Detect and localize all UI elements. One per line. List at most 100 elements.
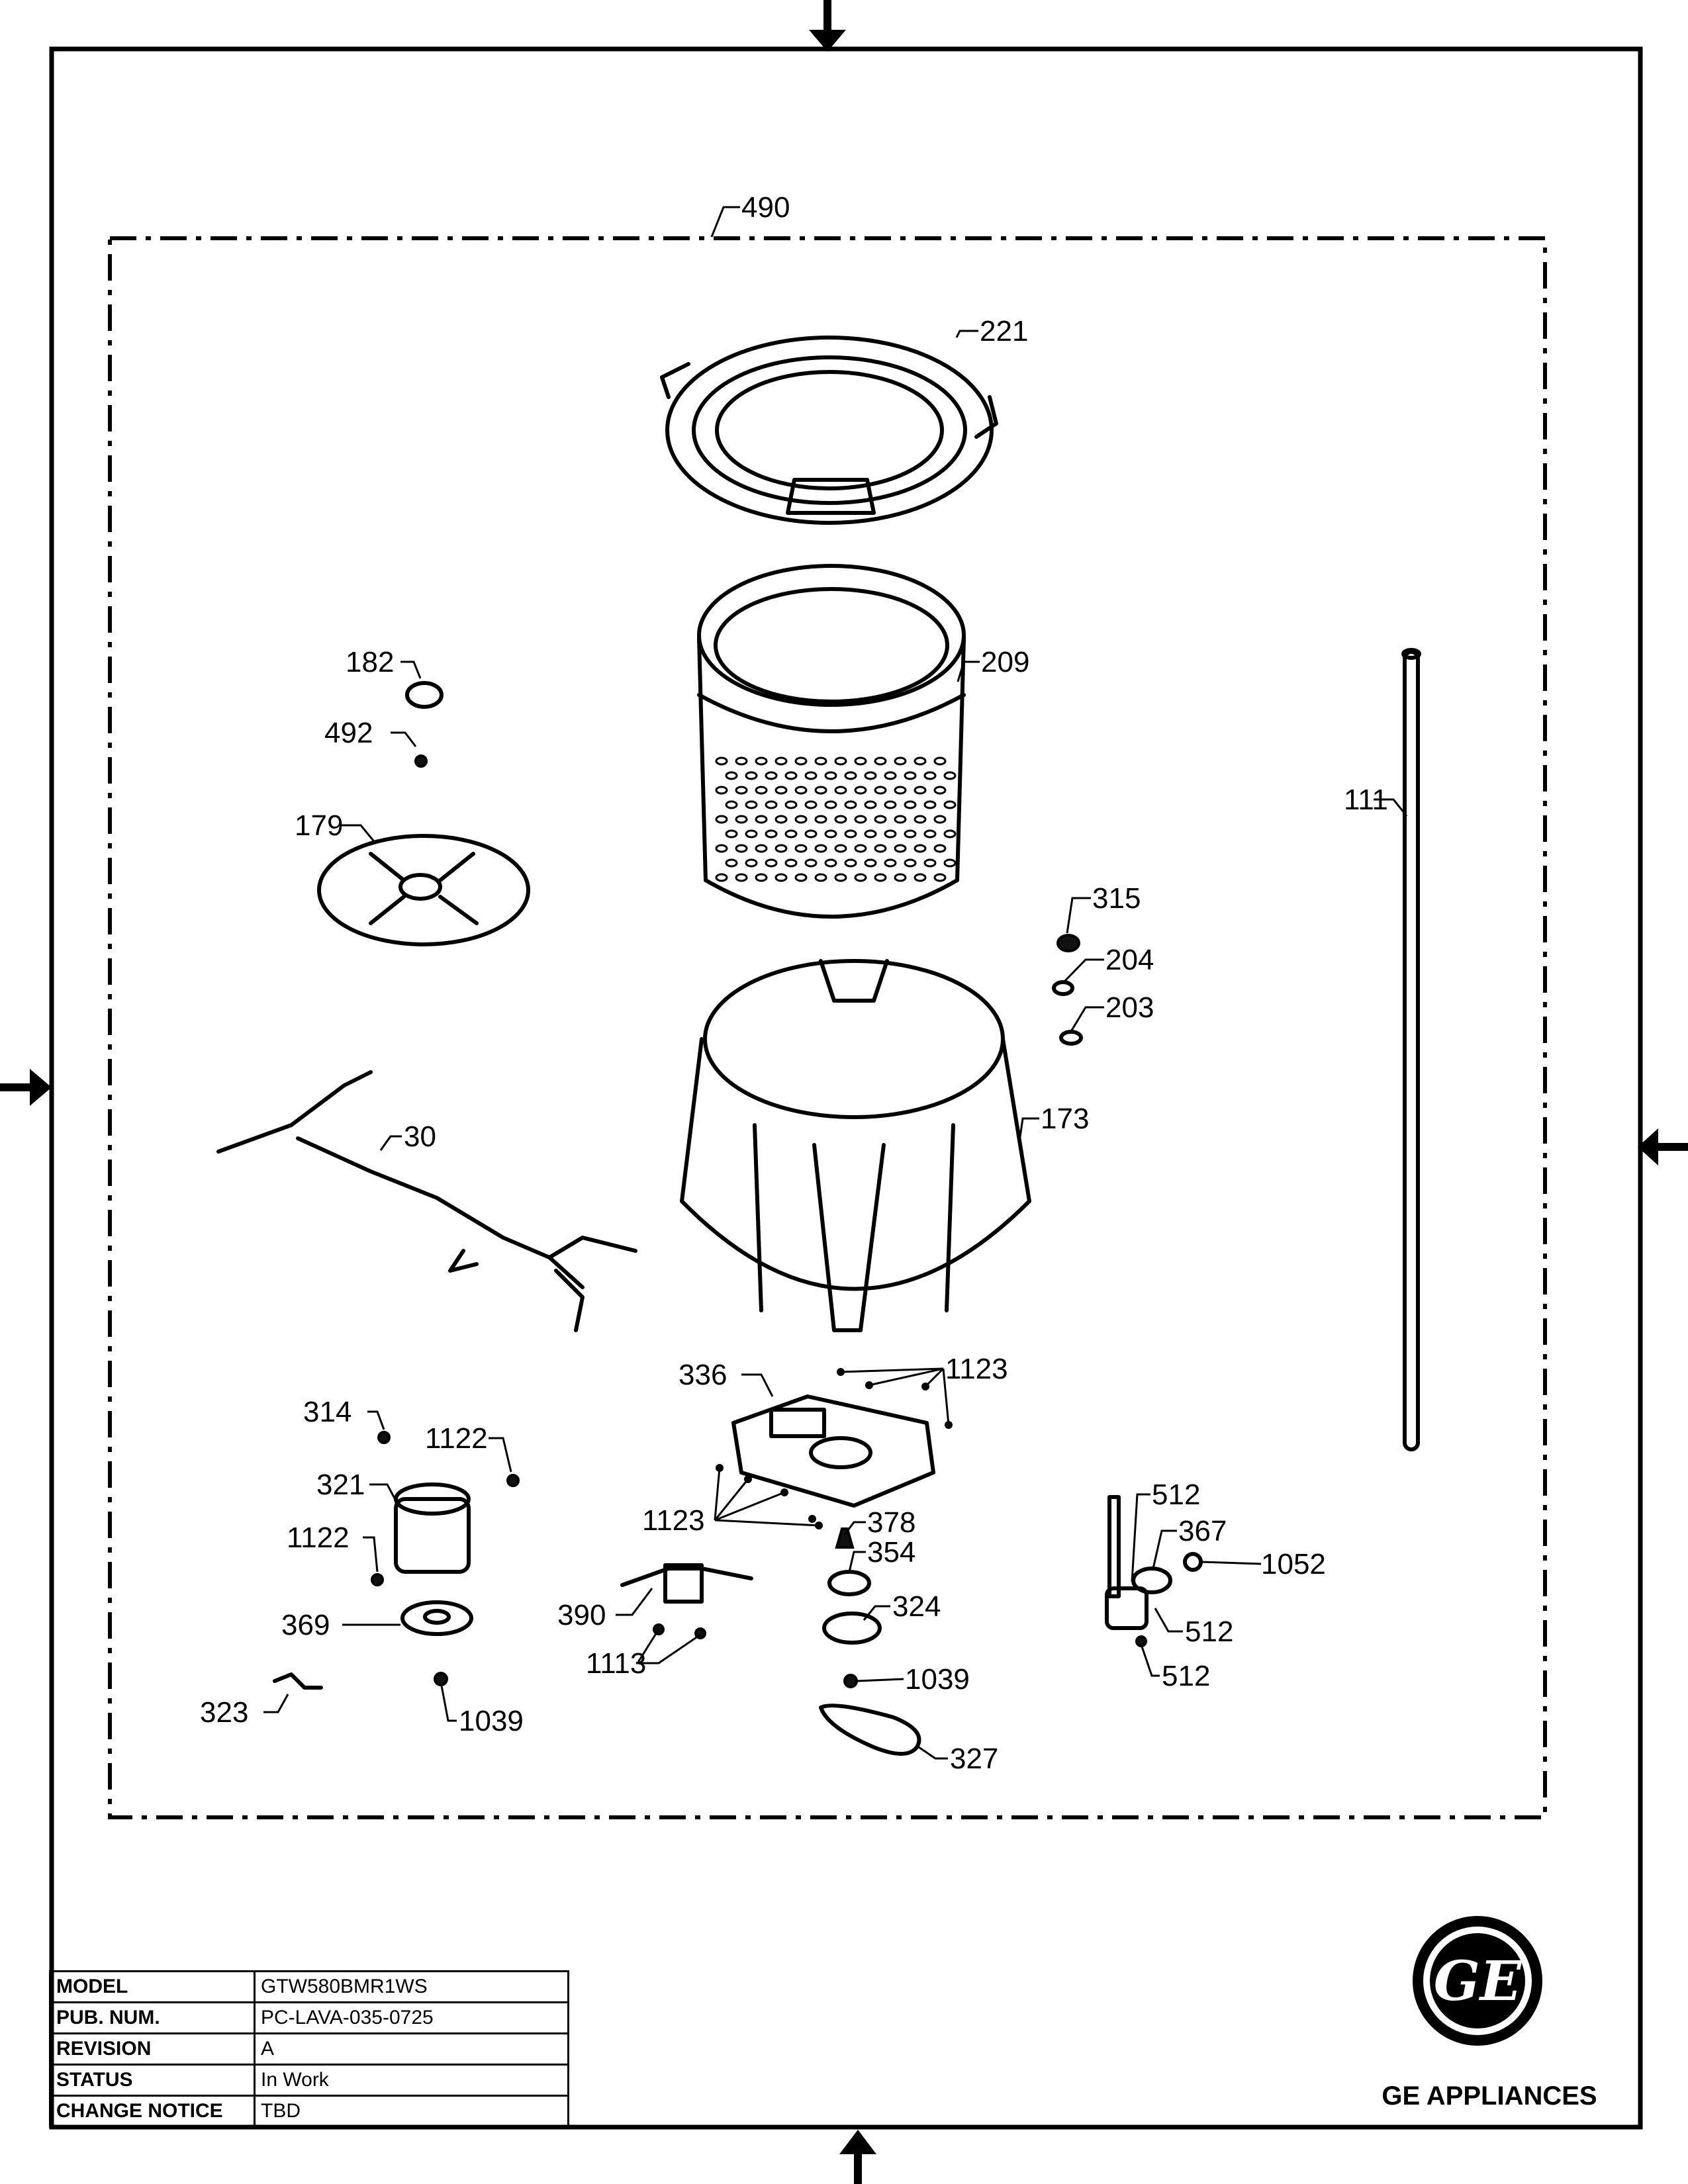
callout-1039-a: 1039	[459, 1705, 524, 1737]
perforation	[884, 829, 897, 839]
perforation	[884, 858, 897, 868]
perforation	[765, 829, 778, 839]
logo-monogram: GE	[1434, 1950, 1523, 2013]
perforation	[904, 858, 917, 868]
perforation	[834, 756, 847, 766]
basket-perforations	[715, 756, 957, 882]
part-323	[273, 1672, 323, 1690]
perforation	[824, 800, 837, 809]
perforation	[824, 829, 837, 839]
perforation	[874, 756, 887, 766]
perforation	[854, 873, 867, 882]
perforation	[914, 844, 927, 853]
perforation	[735, 786, 748, 795]
callout-203: 203	[1105, 991, 1154, 1024]
assembly-boundary-490	[108, 236, 1547, 1819]
perforation	[774, 756, 788, 766]
perforation	[824, 771, 837, 780]
perforation	[784, 858, 798, 868]
callout-labels: 490 221 209 182 492 179 111 315 204 203 …	[200, 191, 1388, 1775]
title-row-status: STATUS In Work	[49, 2064, 569, 2097]
callout-492: 492	[324, 717, 373, 749]
callout-1122-a: 1122	[425, 1422, 488, 1455]
title-row-revision: REVISION A	[49, 2032, 569, 2066]
callout-367: 367	[1178, 1515, 1227, 1547]
title-row-pub-num: PUB. NUM. PC-LAVA-035-0725	[49, 2001, 569, 2034]
perforation	[864, 771, 877, 780]
brand-name: GE APPLIANCES	[1382, 2081, 1597, 2111]
perforation	[854, 786, 867, 795]
perforation	[735, 873, 748, 882]
callout-314: 314	[303, 1396, 352, 1428]
perforation	[844, 829, 857, 839]
perforation	[844, 858, 857, 868]
perforation	[854, 844, 867, 853]
perforation	[814, 786, 827, 795]
part-30-harness	[216, 1070, 637, 1332]
perforation	[894, 873, 907, 882]
perforation	[715, 844, 728, 853]
title-row-change-notice: CHANGE NOTICE TBD	[49, 2095, 569, 2128]
perforation	[804, 800, 818, 809]
perforation	[794, 756, 808, 766]
perforation	[794, 786, 808, 795]
perforation	[943, 858, 957, 868]
title-label: CHANGE NOTICE	[49, 2095, 256, 2128]
perforation	[745, 771, 758, 780]
title-value: A	[254, 2032, 569, 2066]
perforation	[784, 829, 798, 839]
perforation	[814, 873, 827, 882]
callout-1122-b: 1122	[287, 1522, 350, 1554]
callout-204: 204	[1105, 944, 1154, 976]
perforation	[715, 756, 728, 766]
part-390-actuator	[620, 1563, 753, 1604]
callout-354: 354	[867, 1536, 915, 1569]
perforation	[725, 771, 738, 780]
callout-1113: 1113	[586, 1647, 646, 1680]
perforation	[914, 815, 927, 824]
perforation	[884, 800, 897, 809]
title-label: PUB. NUM.	[49, 2001, 256, 2034]
perforation	[774, 873, 788, 882]
perforation	[923, 858, 937, 868]
perforation	[923, 771, 937, 780]
title-value: In Work	[254, 2064, 569, 2097]
callout-1123-b: 1123	[642, 1504, 705, 1537]
perforation	[864, 800, 877, 809]
perforation	[933, 873, 947, 882]
drawing-border	[49, 46, 1643, 2130]
perforation	[794, 815, 808, 824]
part-336-mounting-plate	[731, 1394, 935, 1508]
callout-221: 221	[980, 315, 1028, 347]
perforation	[864, 829, 877, 839]
callout-111: 111	[1344, 784, 1388, 816]
title-value: GTW580BMR1WS	[254, 1970, 569, 2003]
perforation	[844, 800, 857, 809]
perforation	[834, 815, 847, 824]
perforation	[774, 844, 788, 853]
part-1122-b	[371, 1573, 384, 1586]
callout-209: 209	[981, 646, 1029, 678]
perforation	[725, 858, 738, 868]
perforation	[914, 786, 927, 795]
part-369-pulley	[400, 1600, 473, 1636]
callout-324: 324	[892, 1590, 941, 1623]
perforation	[784, 800, 798, 809]
callout-490: 490	[741, 191, 790, 224]
perforation	[804, 771, 818, 780]
perforation	[755, 786, 768, 795]
perforation	[804, 858, 818, 868]
perforation	[755, 756, 768, 766]
perforation	[894, 844, 907, 853]
perforation	[755, 815, 768, 824]
perforation	[834, 873, 847, 882]
callout-327: 327	[950, 1743, 998, 1775]
callout-512-a: 512	[1152, 1479, 1200, 1511]
part-367-pump	[1105, 1495, 1172, 1630]
callout-336: 336	[679, 1359, 727, 1391]
part-378	[835, 1527, 855, 1549]
part-354	[827, 1570, 871, 1596]
perforation	[874, 786, 887, 795]
